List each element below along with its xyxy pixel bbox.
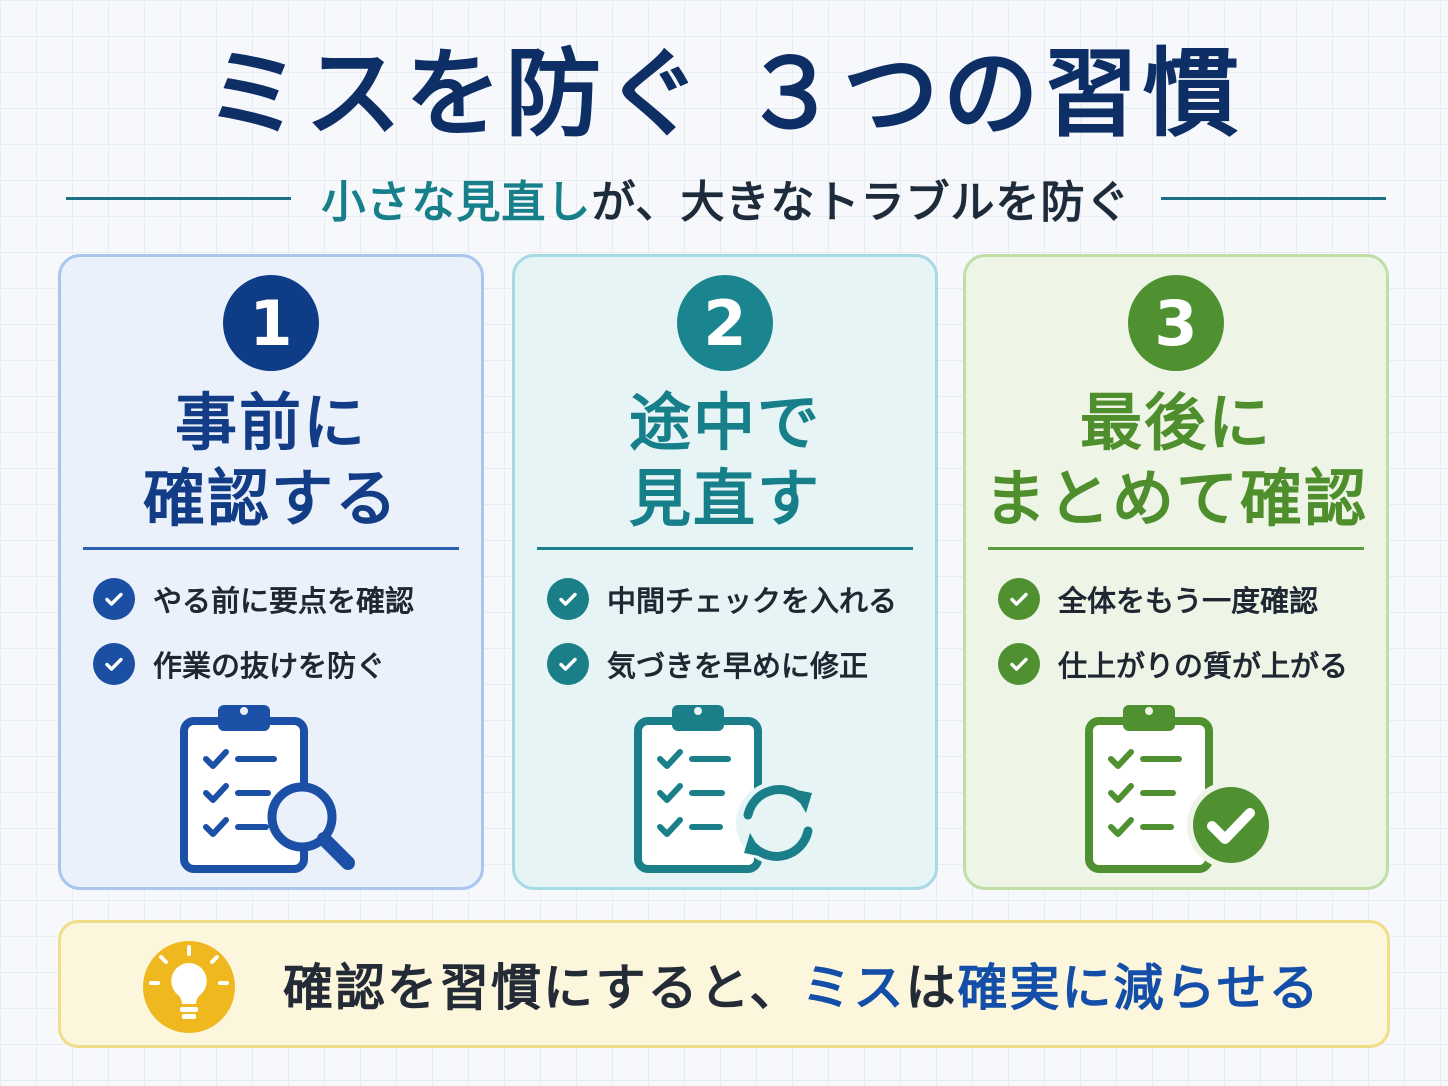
clipboard-refresh-icon (634, 705, 820, 873)
clipboard-check-icon (1085, 705, 1271, 873)
summary-banner: 確認を習慣にすると、ミスは確実に減らせる (58, 920, 1390, 1048)
card-heading-line2: 見直す (628, 462, 821, 535)
list-item: 気づきを早めに修正 (547, 642, 868, 686)
check-circle-icon (547, 578, 589, 620)
check-circle-icon (547, 643, 589, 685)
list-item-text: 全体をもう一度確認 (1058, 584, 1319, 618)
card-heading-line1: 最後に (1079, 386, 1272, 459)
card-divider (83, 547, 459, 550)
lightbulb-icon (143, 941, 235, 1033)
card-heading-line2: 確認する (142, 462, 399, 535)
card-heading: 途中で 見直す (515, 385, 935, 537)
clipboard-magnifier-icon (180, 705, 355, 873)
list-item: 作業の抜けを防ぐ (93, 642, 385, 686)
check-circle-icon (998, 578, 1040, 620)
banner-text: 確認を習慣にすると、ミスは確実に減らせる (283, 923, 1321, 1045)
card-number-badge: 1 (223, 275, 319, 371)
list-item: やる前に要点を確認 (93, 577, 414, 621)
subtitle-rule-left (66, 196, 292, 200)
check-circle-icon (93, 578, 135, 620)
habit-card-3: 3 最後に まとめて確認 全体をもう一度確認 仕上がりの質が上がる (963, 254, 1389, 890)
list-item-text: 仕上がりの質が上がる (1058, 649, 1349, 683)
check-circle-icon (93, 643, 135, 685)
list-item-text: 気づきを早めに修正 (607, 649, 869, 683)
card-heading-line1: 事前に (174, 386, 367, 459)
card-heading-line2: まとめて確認 (983, 462, 1368, 535)
card-divider (988, 547, 1364, 550)
card-heading: 事前に 確認する (61, 385, 481, 537)
habit-card-1: 1 事前に 確認する やる前に要点を確認 作業の抜けを防ぐ (58, 254, 484, 890)
list-item: 中間チェックを入れる (547, 577, 897, 621)
subtitle: 小さな見直しが、大きなトラブルを防ぐ (291, 166, 1160, 230)
subtitle-row: 小さな見直しが、大きなトラブルを防ぐ (66, 168, 1386, 228)
banner-text-mid: は (905, 959, 958, 1017)
card-number-badge: 2 (677, 275, 773, 371)
list-item-text: 中間チェックを入れる (607, 584, 898, 618)
card-heading-line1: 途中で (628, 386, 821, 459)
page-title: ミスを防ぐ ３つの習慣 (205, 38, 1243, 150)
list-item-text: やる前に要点を確認 (153, 584, 415, 618)
banner-highlight-2: 確実に減らせる (957, 959, 1321, 1017)
card-divider (537, 547, 913, 550)
check-circle-icon (998, 643, 1040, 685)
card-number-badge: 3 (1128, 275, 1224, 371)
list-item-text: 作業の抜けを防ぐ (153, 649, 386, 683)
subtitle-rest: が、大きなトラブルを防ぐ (591, 177, 1131, 228)
habit-card-2: 2 途中で 見直す 中間チェックを入れる 気づきを早めに修正 (512, 254, 938, 890)
subtitle-rule-right (1160, 196, 1386, 200)
banner-text-prefix: 確認を習慣にすると、 (283, 959, 802, 1017)
subtitle-highlight: 小さな見直し (321, 177, 592, 228)
list-item: 仕上がりの質が上がる (998, 642, 1348, 686)
card-heading: 最後に まとめて確認 (966, 385, 1386, 537)
list-item: 全体をもう一度確認 (998, 577, 1318, 621)
banner-highlight-1: ミス (801, 959, 906, 1017)
